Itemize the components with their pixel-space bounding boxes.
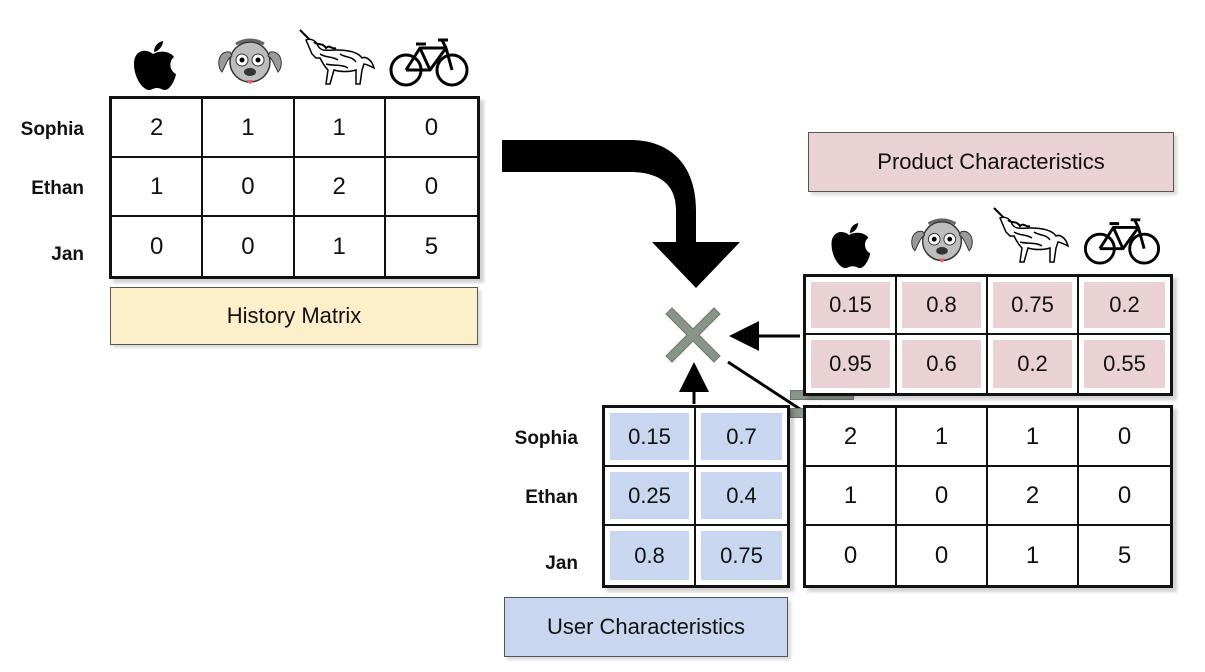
user-cell: 0.15 xyxy=(605,408,696,467)
history-cell: 1 xyxy=(203,99,295,158)
history-row-label-sophia: Sophia xyxy=(20,119,84,140)
user-cell: 0.8 xyxy=(605,526,696,585)
result-cell: 0 xyxy=(806,526,897,585)
history-cell: 5 xyxy=(424,232,439,260)
product-cell: 0.15 xyxy=(806,277,897,335)
user-cell: 0.25 xyxy=(605,467,696,526)
history-cell: 0 xyxy=(203,217,295,276)
result-cell: 1 xyxy=(988,408,1079,467)
result-cell: 2 xyxy=(988,467,1079,526)
user-cell: 0.4 xyxy=(696,467,787,526)
bicycle-icon xyxy=(1082,214,1162,271)
user-row-label-ethan: Ethan xyxy=(525,487,578,508)
history-matrix: 2 1 1 0 1 0 2 0 0 0 1 5 xyxy=(109,96,480,279)
user-characteristics-matrix: 0.15 0.7 0.25 0.4 0.8 0.75 xyxy=(602,405,790,588)
history-cell: 2 xyxy=(294,158,386,217)
history-matrix-caption: History Matrix xyxy=(110,287,478,345)
history-cell: 1 xyxy=(112,158,204,217)
result-cell: 2 xyxy=(806,408,897,467)
result-cell: 0 xyxy=(1079,467,1170,526)
unicorn-icon xyxy=(990,206,1072,273)
user-row-label-jan: Jan xyxy=(545,553,578,574)
product-characteristics-caption: Product Characteristics xyxy=(808,132,1174,192)
bicycle-icon xyxy=(388,34,470,93)
apple-icon xyxy=(826,222,872,275)
history-cell: 0 xyxy=(112,217,204,276)
history-row-label-jan: Jan xyxy=(51,244,84,265)
product-cell: 0.2 xyxy=(988,335,1079,393)
result-cell: 0 xyxy=(897,526,988,585)
dog-icon xyxy=(906,214,978,281)
history-row-label-ethan: Ethan xyxy=(31,178,84,199)
history-cell: 1 xyxy=(294,99,386,158)
dog-icon xyxy=(214,34,286,103)
result-cell: 0 xyxy=(1079,408,1170,467)
result-cell: 1 xyxy=(897,408,988,467)
apple-icon xyxy=(128,40,178,97)
product-cell: 0.95 xyxy=(806,335,897,393)
user-characteristics-caption: User Characteristics xyxy=(504,597,788,657)
product-cell: 0.75 xyxy=(988,277,1079,335)
result-cell: 1 xyxy=(988,526,1079,585)
history-cell: 2 xyxy=(112,99,204,158)
product-cell: 0.2 xyxy=(1079,277,1170,335)
result-cell: 5 xyxy=(1117,541,1132,569)
product-cell: 0.6 xyxy=(897,335,988,393)
result-matrix: 2 1 1 0 1 0 2 0 0 0 1 5 xyxy=(803,405,1173,588)
history-cell: 0 xyxy=(385,158,477,217)
multiply-icon xyxy=(665,307,721,363)
unicorn-icon xyxy=(296,28,378,95)
product-cell: 0.8 xyxy=(897,277,988,335)
user-cell: 0.7 xyxy=(696,408,787,467)
product-characteristics-matrix: 0.15 0.8 0.75 0.2 0.95 0.6 0.2 0.55 xyxy=(803,274,1173,396)
user-cell: 0.75 xyxy=(696,526,787,585)
history-cell: 0 xyxy=(203,158,295,217)
history-cell: 1 xyxy=(295,217,386,276)
result-cell: 0 xyxy=(897,467,988,526)
product-cell: 0.55 xyxy=(1079,335,1170,393)
result-cell: 1 xyxy=(806,467,897,526)
user-row-label-sophia: Sophia xyxy=(514,428,578,449)
history-cell: 0 xyxy=(385,99,477,158)
big-curved-arrow xyxy=(502,140,740,288)
